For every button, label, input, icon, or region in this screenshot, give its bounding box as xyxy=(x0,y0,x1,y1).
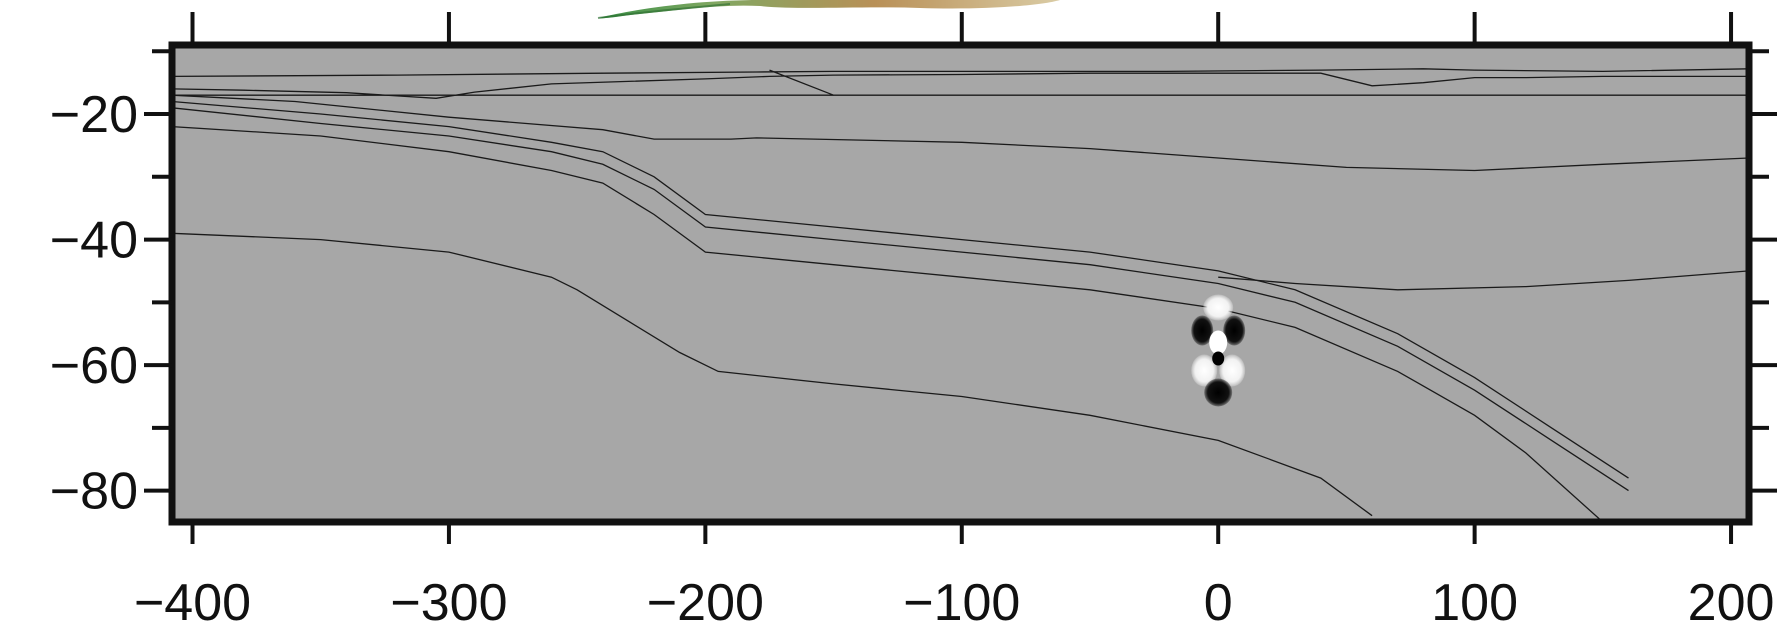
contour-line-6 xyxy=(172,100,1629,479)
contour-line-10 xyxy=(1218,270,1749,291)
y-tick-label: −80 xyxy=(50,463,138,521)
series-layer xyxy=(172,68,1749,522)
beachball-lobe xyxy=(1219,354,1246,387)
x-tick-label: −400 xyxy=(134,574,251,631)
beachball-lobe xyxy=(1191,354,1218,387)
axis-ticks xyxy=(144,12,1777,544)
contour-line-8 xyxy=(172,125,1604,522)
axis-tick-labels: −400 −300 −200 −100 0 100 200 −20 −40 −60 −80 xyxy=(50,86,1775,631)
x-tick-label: −200 xyxy=(647,574,764,631)
beachball-lobe xyxy=(1203,294,1234,321)
plot-area xyxy=(172,45,1749,522)
topography-strip xyxy=(597,0,1060,19)
beachball-lobe xyxy=(1204,378,1233,407)
y-tick-label: −20 xyxy=(50,86,138,144)
beachball-lobe xyxy=(1223,315,1246,346)
y-tick-label: −60 xyxy=(50,337,138,395)
x-tick-label: −100 xyxy=(903,574,1020,631)
contour-line-9 xyxy=(172,232,1373,517)
y-tick-label: −40 xyxy=(50,212,138,270)
contour-line-4 xyxy=(769,69,834,96)
x-tick-label: −300 xyxy=(390,574,507,631)
beachball-lobe xyxy=(1191,315,1214,346)
beachball-lobe xyxy=(1209,330,1228,355)
beachball-lobe xyxy=(1212,351,1225,366)
focal-mechanism-symbol xyxy=(1191,294,1246,407)
contour-line-1 xyxy=(172,68,1749,78)
x-tick-label: 100 xyxy=(1431,574,1518,631)
contour-line-3 xyxy=(172,72,1749,99)
x-tick-label: 0 xyxy=(1204,574,1233,631)
contour-line-7 xyxy=(172,107,1629,492)
contour-line-5 xyxy=(172,94,1749,172)
x-tick-label: 200 xyxy=(1688,574,1775,631)
